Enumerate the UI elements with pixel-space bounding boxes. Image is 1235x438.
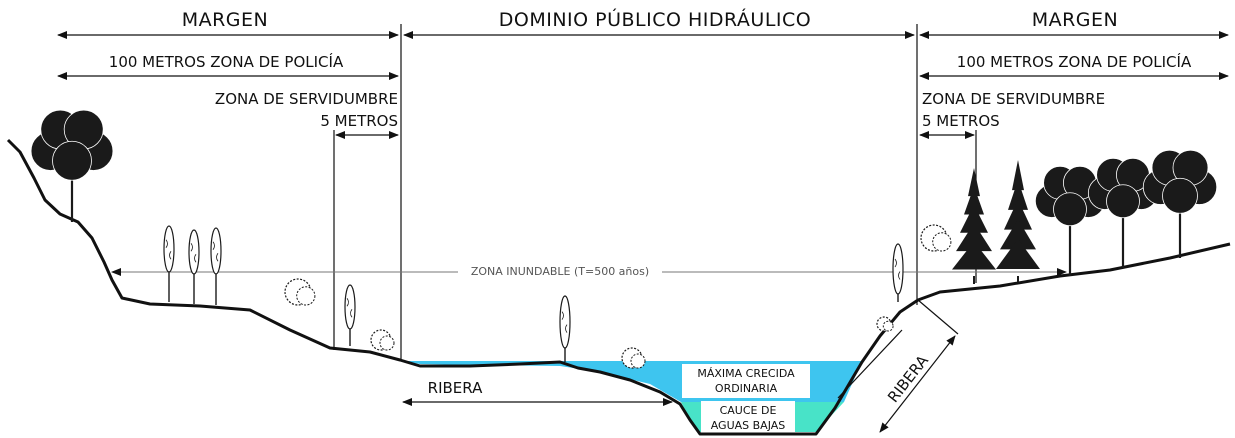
left-margin-header: MARGEN: [182, 9, 269, 31]
servitude-right-line1: ZONA DE SERVIDUMBRE: [922, 90, 1105, 108]
police-zone-right-label: 100 METROS ZONA DE POLICÍA: [957, 52, 1192, 71]
low-water-line2: AGUAS BAJAS: [711, 419, 786, 432]
servitude-left-line2: 5 METROS: [320, 112, 398, 130]
shrub-right-1: [920, 224, 952, 252]
max-flood-line2: ORDINARIA: [715, 382, 778, 395]
poplar-6: [892, 243, 904, 302]
tree-left-hill: [30, 109, 114, 222]
servitude-right-line2: 5 METROS: [922, 112, 1000, 130]
poplar-1: [163, 225, 175, 302]
ribera-right-tick: [917, 299, 959, 335]
terrain-profile: [6, 138, 1231, 436]
shrub-water: [621, 347, 646, 369]
vegetation-group: [30, 109, 1218, 369]
conifer-2: [996, 160, 1040, 282]
poplar-5: [559, 295, 571, 362]
right-margin-header: MARGEN: [1032, 9, 1119, 31]
shrub-right-bank: [876, 316, 894, 332]
poplar-2: [188, 229, 200, 304]
low-water-label-box: [701, 401, 795, 432]
ribera-right-arrow2: [879, 335, 956, 433]
tree-right-3: [1142, 149, 1218, 258]
shrub-left-2: [370, 329, 395, 351]
flood-zone-label: ZONA INUNDABLE (T=500 años): [471, 265, 649, 278]
center-domain-header: DOMINIO PÚBLICO HIDRÁULICO: [499, 7, 812, 31]
shrub-left-1: [284, 278, 316, 306]
servitude-left-line1: ZONA DE SERVIDUMBRE: [215, 90, 398, 108]
ribera-right-label: RIBERA: [884, 351, 932, 406]
poplar-4: [344, 284, 356, 346]
max-flood-label-box: [682, 364, 810, 398]
poplar-3: [210, 227, 222, 305]
tree-right-1: [1034, 165, 1106, 276]
max-flood-line1: MÁXIMA CRECIDA: [697, 367, 795, 380]
conifer-1: [952, 168, 996, 284]
flood-zone-label-bg: [458, 263, 662, 279]
ribera-left-label: RIBERA: [428, 379, 483, 397]
police-zone-left-label: 100 METROS ZONA DE POLICÍA: [109, 52, 344, 71]
low-water-line1: CAUCE DE: [720, 404, 777, 417]
